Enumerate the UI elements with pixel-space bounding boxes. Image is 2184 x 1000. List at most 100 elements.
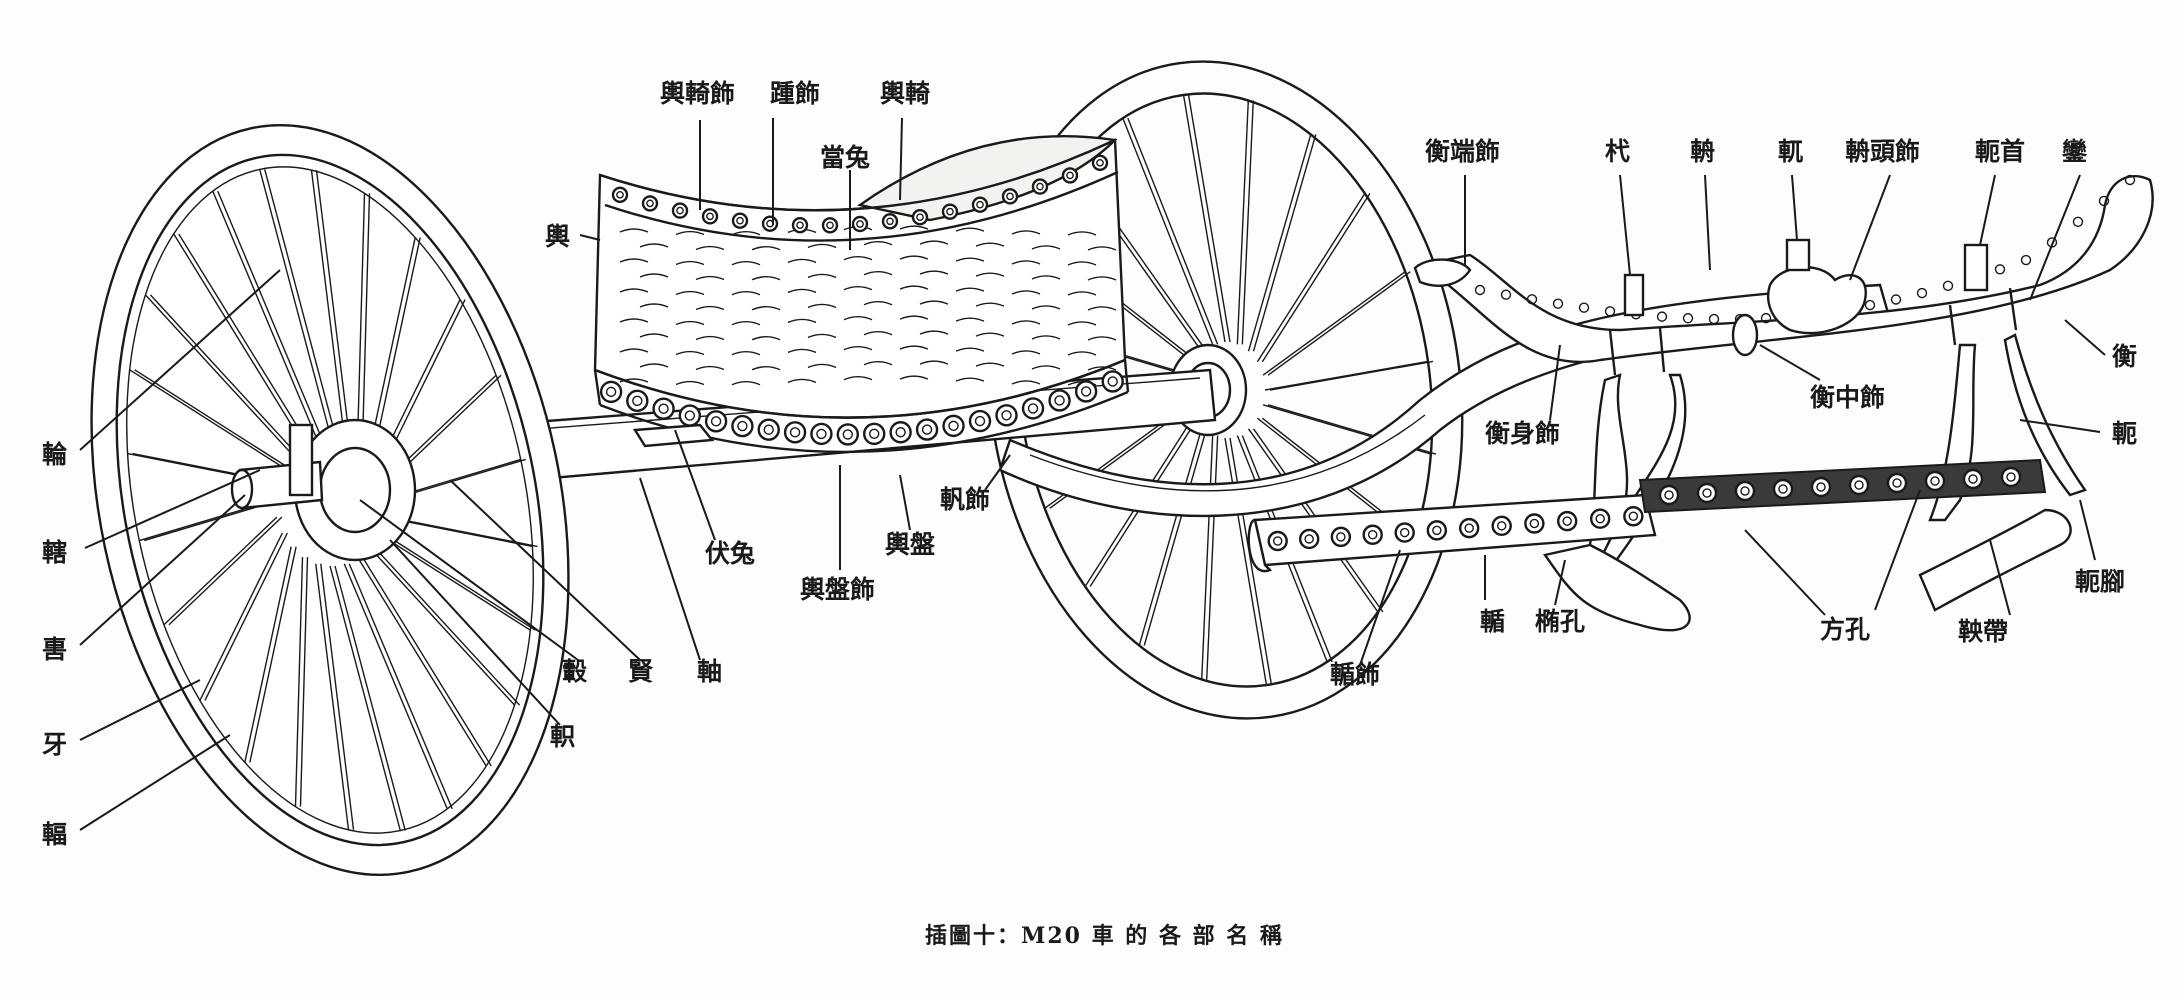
- spoke: [1224, 437, 1268, 686]
- texture-stroke: [1067, 351, 1097, 356]
- figure-caption: 插圖十：M20 車 的 各 部 名 稱: [925, 923, 1284, 949]
- texture-stroke: [919, 240, 949, 245]
- texture-stroke: [1087, 336, 1117, 341]
- texture-stroke: [1087, 246, 1117, 251]
- ornament-stud: [731, 414, 754, 438]
- texture-stroke: [619, 378, 649, 383]
- ornament-stud-inner: [1628, 511, 1639, 521]
- spoke: [1122, 117, 1214, 345]
- label-wei: 軎: [42, 635, 67, 664]
- ornament-stud-inner: [616, 190, 624, 199]
- texture-stroke: [639, 333, 669, 338]
- spoke: [1201, 435, 1214, 680]
- ornament-stud: [1924, 470, 1946, 492]
- ornament-stud: [1267, 530, 1288, 552]
- texture-stroke: [639, 243, 669, 248]
- label-e-jiao: 軛腳: [2075, 567, 2125, 596]
- texture-stroke: [975, 332, 1005, 337]
- texture-stroke: [807, 243, 837, 249]
- texture-stroke: [1031, 335, 1061, 340]
- texture-stroke: [919, 360, 949, 365]
- texture-stroke: [731, 321, 761, 326]
- texture-stroke: [863, 331, 893, 336]
- ornament-stud-inner: [816, 428, 827, 440]
- texture-stroke: [975, 242, 1005, 247]
- spoke: [343, 563, 448, 810]
- ornament-stud-inner: [1529, 518, 1540, 529]
- texture-stroke: [843, 316, 873, 321]
- spoke: [163, 516, 278, 626]
- ornament-stud-inner: [946, 207, 954, 216]
- texture-stroke: [695, 305, 725, 311]
- yoke-dot: [1708, 313, 1720, 325]
- spoke-edge: [134, 369, 288, 468]
- ornament-stud-inner: [1595, 513, 1605, 524]
- ornament-stud: [995, 404, 1018, 427]
- ornament-stud: [1061, 167, 1079, 184]
- ornament-stud-inner: [1304, 534, 1314, 544]
- ornament-stud-inner: [1107, 376, 1118, 387]
- ornament-stud-inner: [1096, 158, 1104, 167]
- ornament-stud: [757, 418, 780, 441]
- texture-stroke: [787, 348, 817, 354]
- breast-bar: [1247, 458, 2047, 573]
- texture-stroke: [639, 363, 669, 368]
- label-yu: 輿: [545, 222, 570, 251]
- ornament-stud: [942, 414, 965, 438]
- texture-stroke: [1067, 261, 1097, 266]
- ornament-stud: [968, 409, 992, 433]
- ornament-stud: [1031, 178, 1049, 195]
- spoke: [199, 532, 283, 701]
- spoke-edge: [373, 237, 421, 454]
- label-yue: 軏: [1778, 137, 1803, 166]
- texture-stroke: [843, 286, 873, 291]
- texture-stroke: [899, 255, 929, 260]
- spoke-edge: [168, 516, 283, 626]
- label-yu-yi: 輿輢: [880, 79, 930, 108]
- ornament-stud-inner: [646, 199, 654, 208]
- texture-stroke: [1087, 306, 1117, 311]
- texture-stroke: [1031, 275, 1061, 280]
- label-dang-tu: 當兔: [820, 143, 870, 172]
- label-yu-pan-shi: 輿盤飾: [800, 575, 875, 604]
- label-yang-dai: 鞅帶: [1958, 617, 2008, 646]
- ornament-stud: [1101, 370, 1124, 393]
- label-yu-yi-shi: 輿輢飾: [660, 79, 735, 108]
- ornament-stud: [851, 215, 869, 233]
- texture-stroke: [1067, 231, 1097, 236]
- texture-stroke: [1031, 245, 1061, 250]
- texture-stroke: [751, 276, 781, 281]
- spoke: [310, 170, 345, 437]
- ornament-stud: [731, 212, 749, 229]
- ornament-stud: [1298, 528, 1320, 550]
- texture-stroke: [919, 300, 949, 305]
- texture-stroke: [1087, 276, 1117, 281]
- spoke: [173, 233, 304, 444]
- ornament-stud-inner: [605, 386, 617, 398]
- spoke: [368, 546, 516, 706]
- yoke-dot: [1656, 311, 1668, 322]
- yoke-dot: [1994, 264, 2006, 275]
- texture-stroke: [1031, 305, 1061, 310]
- ornament-stud: [911, 208, 929, 226]
- ornament-stud-inner: [1892, 478, 1902, 488]
- ornament-stud-inner: [737, 420, 748, 432]
- ornament-stud-inner: [1702, 488, 1712, 498]
- texture-stroke: [955, 347, 985, 352]
- ornament-stud-inner: [886, 217, 894, 226]
- ornament-stud-inner: [1464, 523, 1474, 533]
- label-heng: 衡: [2112, 342, 2137, 371]
- texture-stroke: [751, 306, 781, 311]
- ornament-stud-inner: [1367, 529, 1378, 540]
- spoke: [329, 565, 401, 831]
- ornament-stud-inner: [789, 427, 801, 438]
- texture-stroke: [1011, 320, 1041, 325]
- ornament-stud-inner: [1027, 403, 1039, 414]
- ornament-stud-inner: [895, 427, 906, 438]
- spoke: [356, 556, 487, 767]
- spoke-edge: [382, 532, 536, 631]
- spoke-edge: [334, 565, 406, 831]
- spoke: [1236, 100, 1249, 345]
- ornament-stud: [1886, 472, 1908, 494]
